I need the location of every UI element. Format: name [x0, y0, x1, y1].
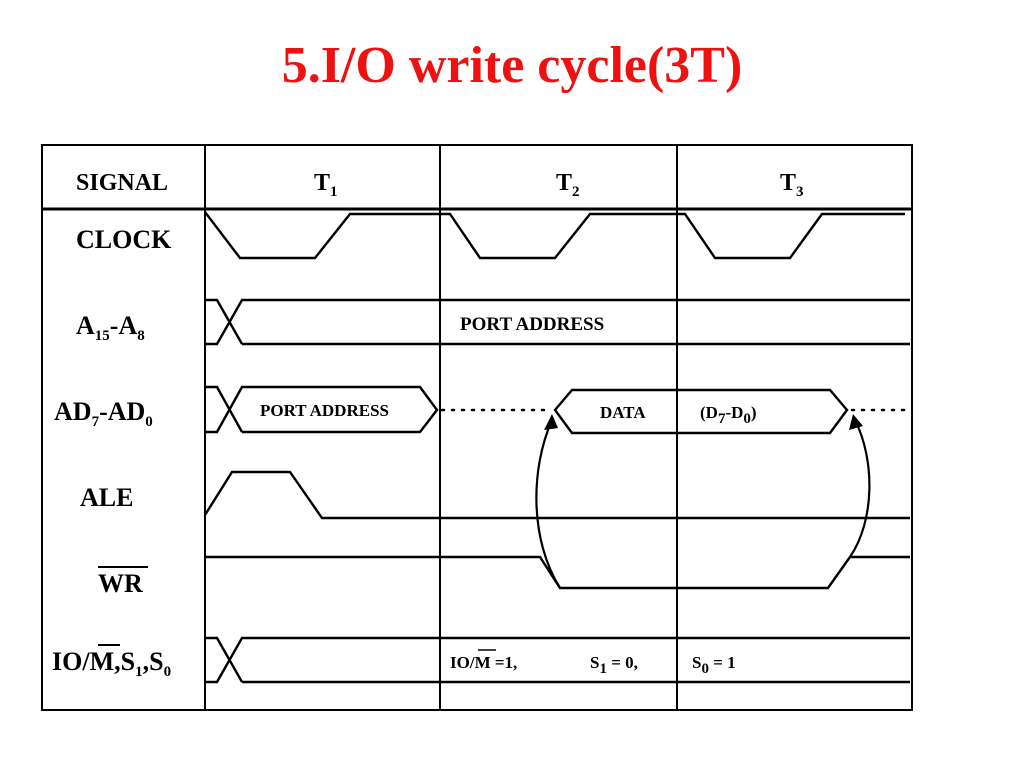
wr-to-data-arrowhead	[544, 414, 558, 430]
label-iom-s1-s0: IO/M,S1,S0	[52, 647, 171, 680]
header-t3: T3	[780, 170, 804, 200]
slide-title: 5.I/O write cycle(3T)	[281, 37, 743, 94]
label-ad7-ad0: AD7-AD0	[54, 397, 153, 430]
label-ale: ALE	[80, 483, 133, 512]
ale-waveform	[203, 470, 910, 520]
ad-port-address-label: PORT ADDRESS	[260, 401, 389, 420]
header-signal: SIGNAL	[76, 170, 168, 196]
ad7-ad0-bus	[205, 385, 849, 435]
status-s0: S0 = 1	[692, 653, 736, 677]
wr-to-data-arrow	[535, 419, 561, 589]
a15-a8-bus	[205, 298, 910, 346]
header-t2: T2	[556, 170, 580, 200]
table-grid	[41, 144, 913, 711]
label-a15-a8: A15-A8	[76, 311, 145, 344]
clock-waveform	[204, 211, 905, 260]
data-release-arrowhead	[849, 414, 863, 430]
ad-data-label: DATA	[600, 403, 646, 422]
status-iom: IO/M =1,	[450, 653, 517, 672]
iom-status-bus	[205, 636, 910, 684]
header-t1: T1	[314, 170, 338, 200]
ad-data-range-label: (D7-D0)	[700, 403, 757, 427]
status-s1: S1 = 0,	[590, 653, 638, 677]
label-wr: WR	[98, 569, 143, 598]
data-release-arrow	[849, 419, 871, 558]
a15-a8-port-address-label: PORT ADDRESS	[460, 314, 604, 335]
wr-waveform	[205, 555, 910, 590]
label-clock: CLOCK	[76, 225, 172, 254]
